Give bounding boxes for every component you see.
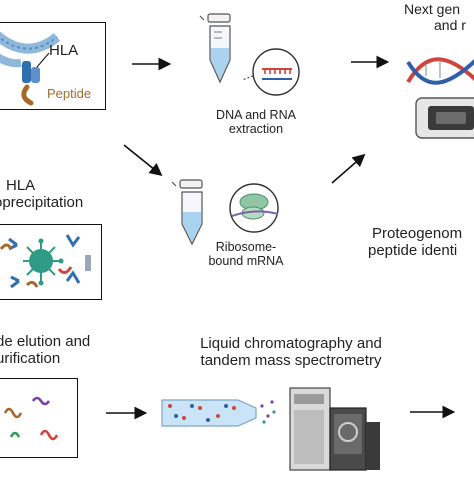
proteogenomic-label: Proteogenom peptide identi <box>368 225 463 260</box>
lcms-label: Liquid chromatography and tandem mass sp… <box>176 335 406 370</box>
extraction-label: DNA and RNA extraction <box>196 108 316 136</box>
membrane-icon <box>0 31 61 68</box>
immuno-line1: HLA <box>6 177 36 194</box>
virus-icon <box>23 238 64 286</box>
lcms-line1: Liquid chromatography and <box>200 335 382 352</box>
ribosome-icon <box>229 183 279 233</box>
ribosome-label: Ribosome- bound mRNA <box>196 240 296 268</box>
ngs-label: Next gen and r <box>404 1 466 33</box>
ngs-line1: Next gen <box>404 1 461 17</box>
immunoprecipitation-panel <box>0 224 102 300</box>
elution-panel <box>0 378 78 458</box>
mass-spec-icon <box>289 387 380 471</box>
immunoprecipitation-label: HLA oprecipitation <box>0 177 84 212</box>
hla-label: HLA <box>49 42 79 59</box>
elution-line2: urification <box>0 349 61 367</box>
dna-icon <box>406 57 474 85</box>
ribosome-line1: Ribosome- <box>215 240 277 254</box>
peptide-icon <box>0 243 73 288</box>
ngs-line2: and r <box>434 16 466 33</box>
dna-zoom-icon <box>241 48 300 96</box>
extraction-line2: extraction <box>228 122 284 136</box>
sequencer-icon <box>415 97 474 139</box>
immuno-line2: oprecipitation <box>0 193 84 211</box>
antibody-icon <box>8 234 91 289</box>
tube-icon <box>171 179 203 246</box>
elution-line1: de elution and <box>0 333 91 350</box>
peptide-label: Peptide <box>47 86 92 101</box>
lcms-line2: tandem mass spectrometry <box>200 351 382 369</box>
elution-label: de elution and urification <box>0 333 91 368</box>
hla-molecule-icon <box>21 52 50 106</box>
proteo-line2: peptide identi <box>368 241 458 259</box>
column-icon <box>161 399 276 427</box>
extraction-line1: DNA and RNA <box>216 108 296 122</box>
tube-icon <box>199 13 231 84</box>
ribosome-line2: bound mRNA <box>208 254 284 268</box>
hla-peptide-panel: HLA Peptide <box>0 22 106 110</box>
peptide-icon <box>3 396 59 441</box>
proteo-line1: Proteogenom <box>372 225 463 242</box>
